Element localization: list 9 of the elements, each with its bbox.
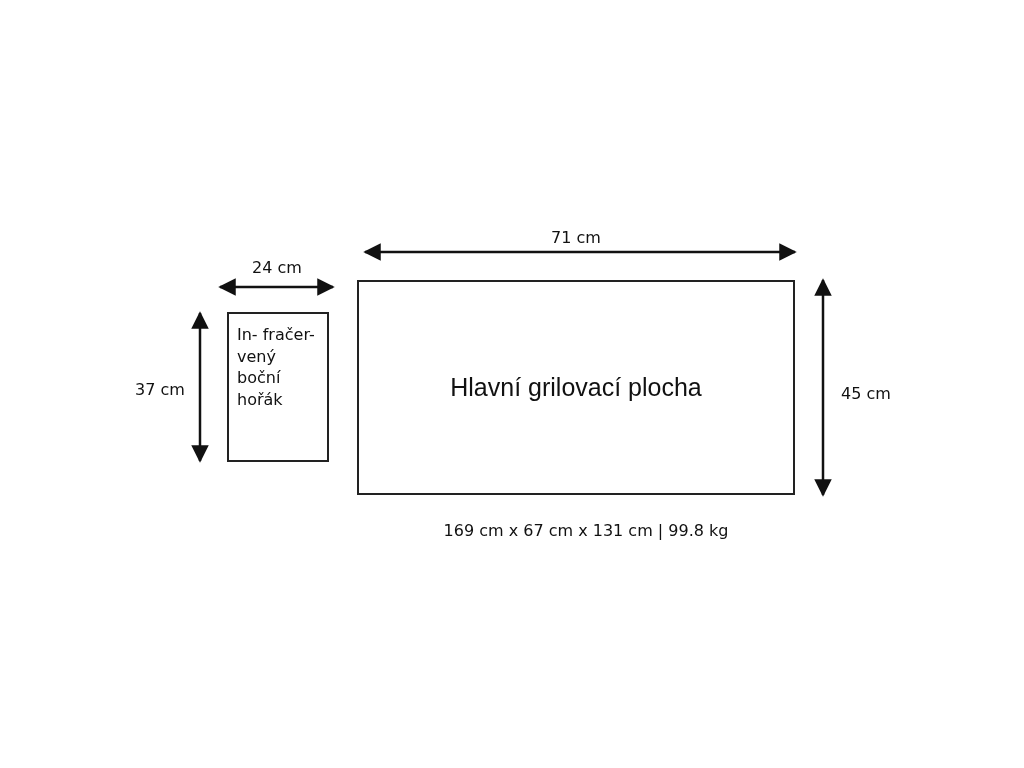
node-label: In- fračer- vený boční hořák bbox=[237, 324, 316, 411]
grill-surface-box bbox=[357, 280, 795, 495]
node-label: Hlavní grilovací plocha bbox=[450, 371, 702, 403]
dimension-label: 45 cm bbox=[841, 383, 891, 403]
dimensions-note: 169 cm x 67 cm x 131 cm | 99.8 kg bbox=[443, 520, 729, 540]
side-burner-box bbox=[227, 312, 329, 462]
dimension-label: 71 cm bbox=[551, 227, 601, 247]
dimension-label: 24 cm bbox=[252, 257, 302, 277]
dimension-label: 37 cm bbox=[135, 379, 185, 399]
